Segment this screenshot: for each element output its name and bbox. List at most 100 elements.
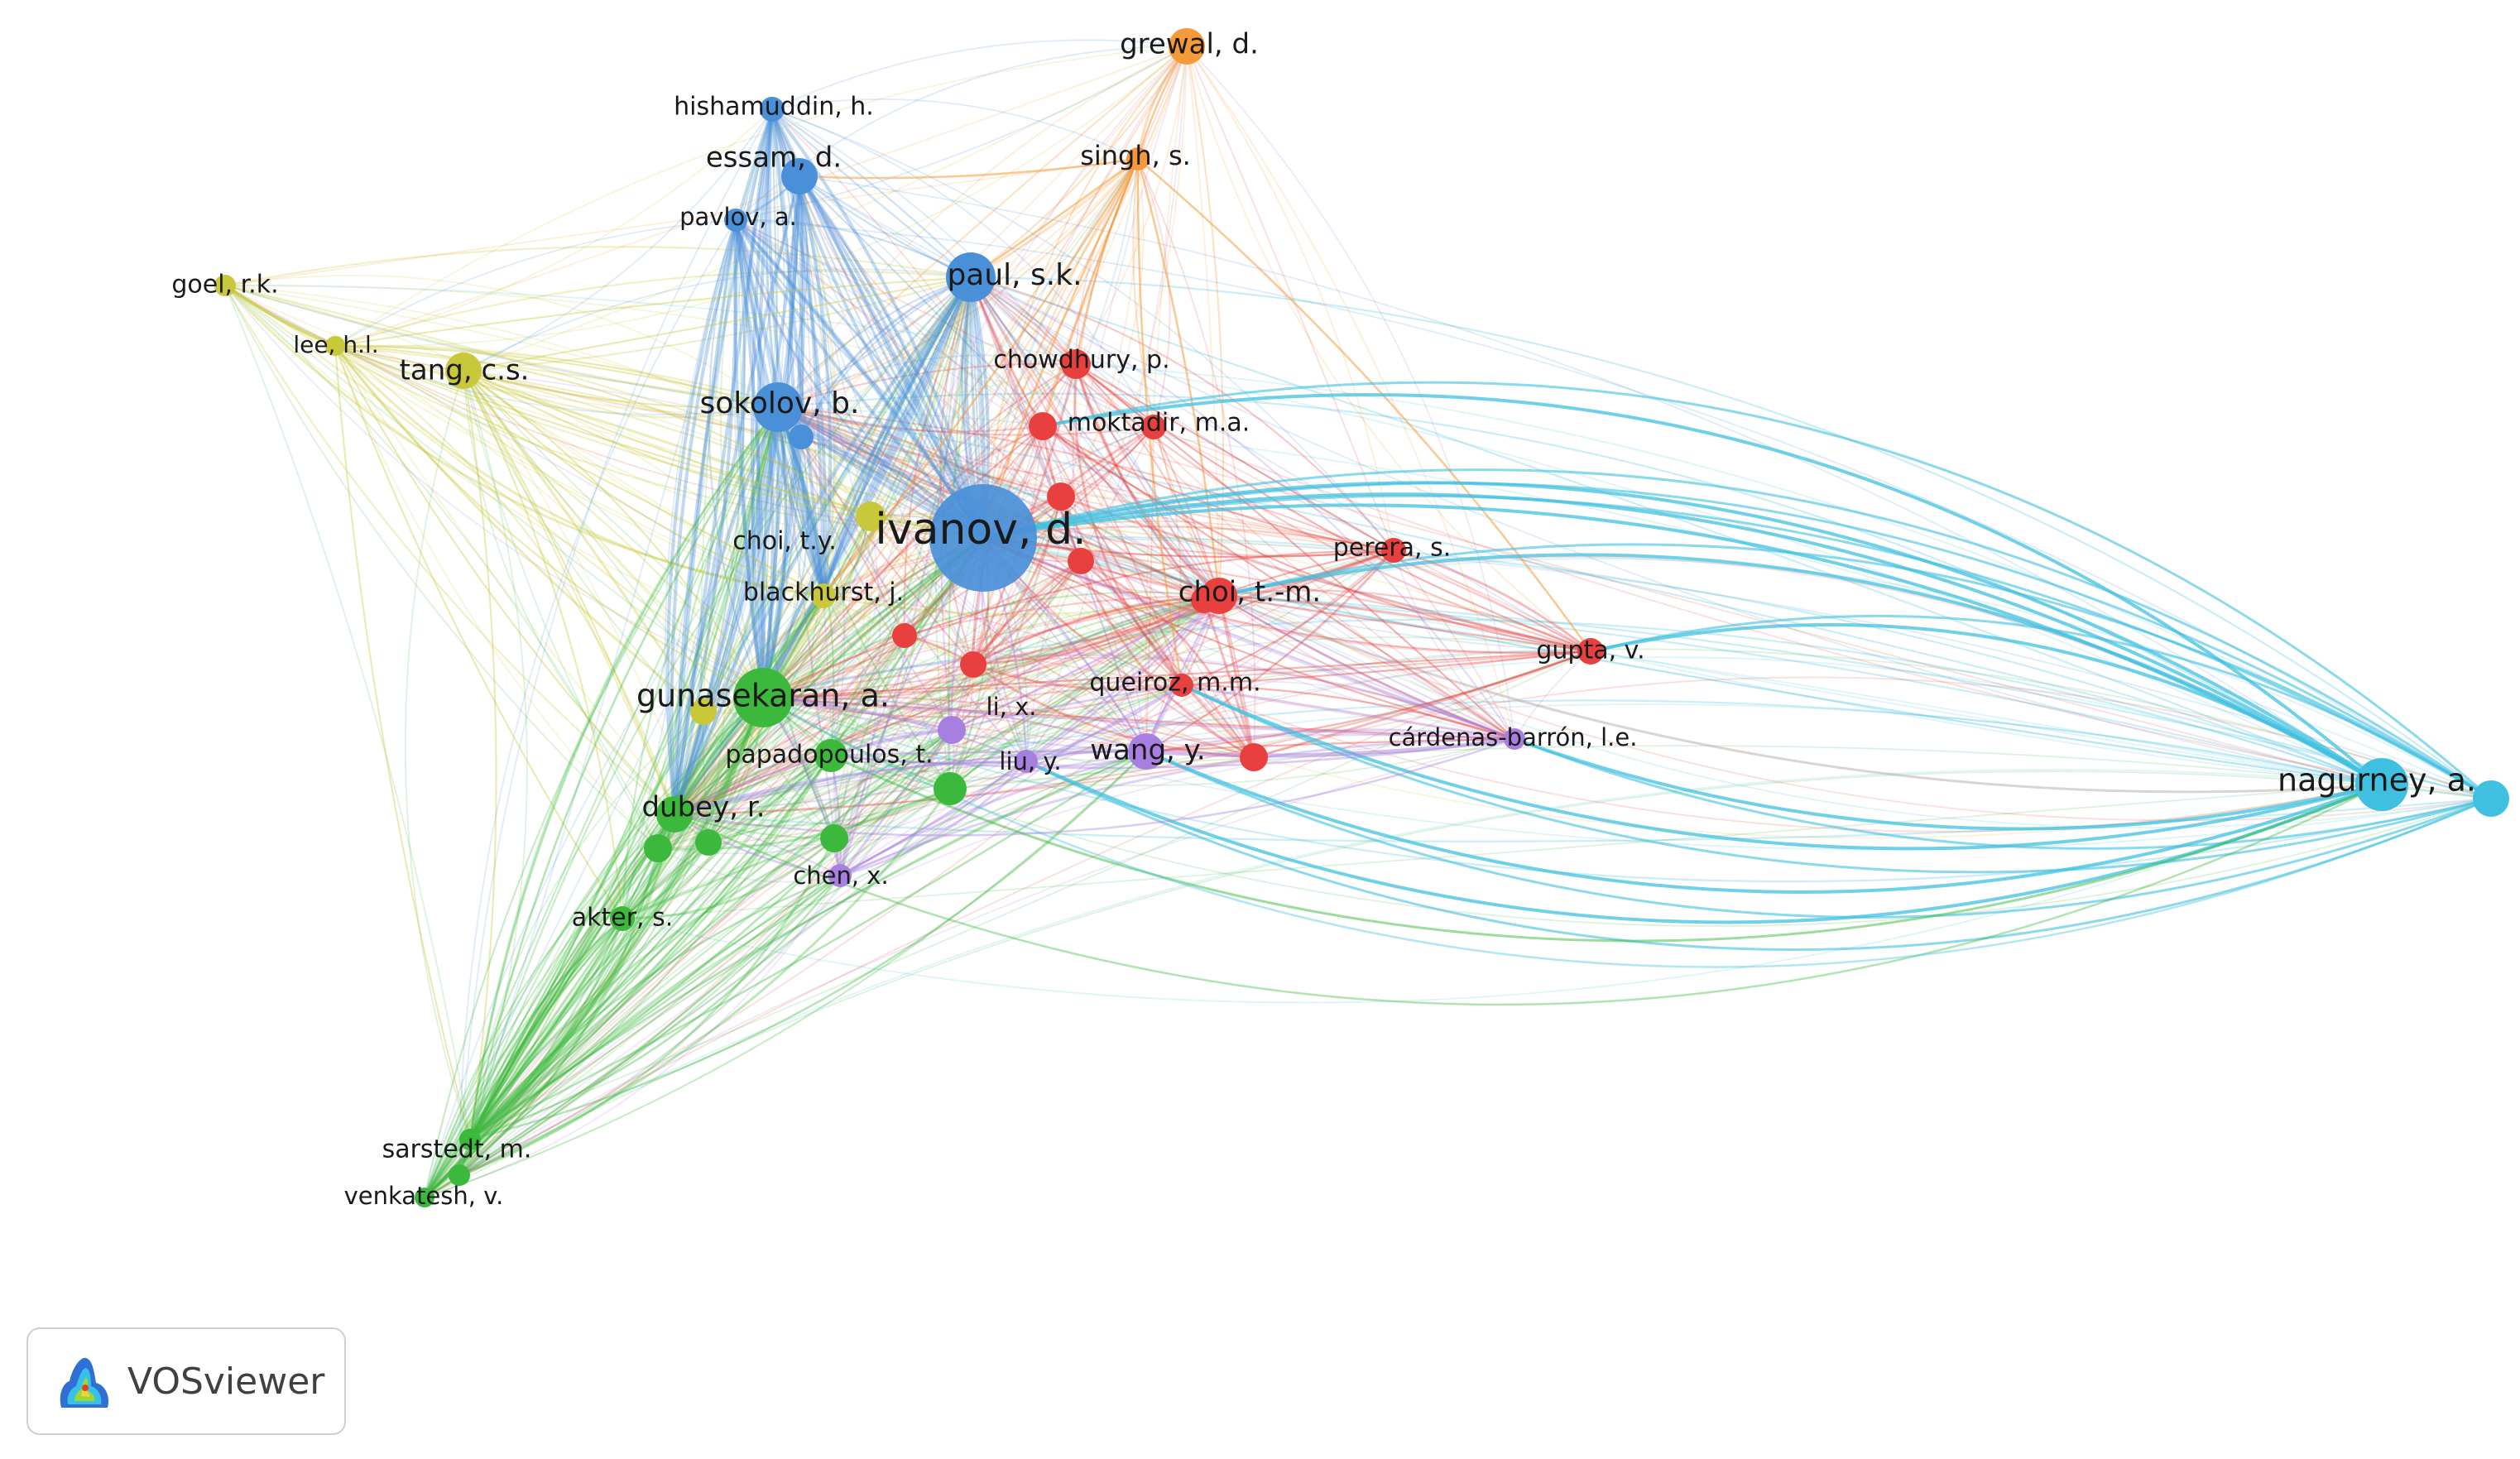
network-node-lee[interactable] <box>325 336 345 356</box>
network-node-essam[interactable] <box>781 158 818 194</box>
network-edge <box>463 370 779 409</box>
network-node-ivanov[interactable] <box>929 484 1037 592</box>
network-edge <box>424 813 675 1198</box>
network-edge <box>734 219 984 540</box>
network-edge <box>673 406 780 815</box>
network-edge <box>469 874 841 1140</box>
network-edge <box>765 108 780 408</box>
network-node-unlabeled[interactable] <box>892 623 917 648</box>
network-node-pavlov[interactable] <box>724 209 747 232</box>
network-node-gunasekaran[interactable] <box>733 668 793 727</box>
network-node-lix[interactable] <box>938 716 966 744</box>
network-node-chenx[interactable] <box>828 864 852 887</box>
network-edge <box>469 650 1591 1140</box>
network-node-choity[interactable] <box>856 502 886 531</box>
network-node-singh[interactable] <box>1126 147 1150 170</box>
network-edge <box>674 595 1220 815</box>
network-node-unlabeled[interactable] <box>1141 415 1166 439</box>
network-edge <box>708 560 1082 843</box>
network-node-unlabeled[interactable] <box>789 425 814 449</box>
network-edge <box>458 684 1183 1176</box>
network-edge <box>751 175 801 698</box>
network-node-moktadir[interactable] <box>1029 412 1057 440</box>
network-edge <box>468 536 984 1140</box>
network-edge <box>833 560 1082 839</box>
network-edge <box>823 595 1255 758</box>
network-node-choitm[interactable] <box>1201 578 1237 614</box>
network-edge <box>733 219 765 698</box>
node-label-akter: akter, s. <box>572 904 674 933</box>
network-edge <box>224 285 764 698</box>
network-node-tang[interactable] <box>445 353 482 389</box>
network-node-chowdhury[interactable] <box>1061 349 1091 379</box>
network-edge <box>469 813 676 1140</box>
network-edge <box>463 370 984 540</box>
network-node-wang[interactable] <box>1128 733 1164 770</box>
network-edge <box>224 285 1027 762</box>
network-edge <box>777 406 1394 551</box>
network-node-unlabeled[interactable] <box>690 698 717 725</box>
network-edge <box>776 406 953 731</box>
network-edge <box>1080 559 1183 686</box>
network-edge <box>1075 363 1394 551</box>
network-edge <box>823 595 1147 752</box>
network-node-dubey[interactable] <box>656 796 693 833</box>
network-node-paul[interactable] <box>946 252 996 302</box>
network-node-unlabeled[interactable] <box>2473 780 2509 817</box>
network-edge <box>708 550 1394 843</box>
network-node-queiroz[interactable] <box>1170 674 1193 697</box>
network-edge <box>1145 650 1591 753</box>
network-edge <box>949 650 1591 789</box>
network-node-sokolov[interactable] <box>753 382 803 432</box>
network-node-liuy[interactable] <box>1015 750 1038 773</box>
network-node-unlabeled[interactable] <box>1068 548 1094 574</box>
network-edge <box>622 537 984 919</box>
network-node-venkatesh[interactable] <box>415 1188 434 1207</box>
network-node-perera[interactable] <box>1381 538 1406 563</box>
network-node-goel[interactable] <box>214 275 236 296</box>
network-edge <box>224 285 2383 785</box>
network-edge <box>334 345 1394 551</box>
network-edge <box>1218 594 2383 794</box>
network-node-unlabeled[interactable] <box>934 772 967 805</box>
network-edge <box>762 158 1139 698</box>
network-node-blackhurst[interactable] <box>811 583 836 608</box>
network-node-unlabeled[interactable] <box>449 1164 470 1186</box>
network-node-unlabeled[interactable] <box>1240 743 1268 771</box>
network-edge <box>458 219 737 1176</box>
network-node-cardenas[interactable] <box>1504 728 1525 750</box>
network-node-hishamuddin[interactable] <box>760 97 785 122</box>
network-node-unlabeled[interactable] <box>695 829 722 856</box>
network-node-unlabeled[interactable] <box>644 834 672 862</box>
network-edge <box>224 285 471 1140</box>
network-edge <box>800 436 905 636</box>
network-edge <box>334 345 704 713</box>
network-edge <box>1145 750 2383 894</box>
network-edge <box>735 219 1082 562</box>
network-edge <box>1025 595 1220 762</box>
network-node-sarstedt[interactable] <box>459 1129 481 1150</box>
network-edge <box>972 158 1140 665</box>
network-node-papadopoulos[interactable] <box>814 739 847 772</box>
network-edge <box>424 496 1062 1198</box>
network-edge <box>1181 684 2492 874</box>
network-node-unlabeled[interactable] <box>820 824 848 852</box>
network-edge <box>334 345 1394 551</box>
network-node-unlabeled[interactable] <box>960 651 986 678</box>
network-edge <box>666 219 737 815</box>
network-edge <box>622 595 824 919</box>
network-edge <box>1590 622 2383 786</box>
network-edge <box>458 595 1220 1176</box>
network-node-unlabeled[interactable] <box>1047 482 1075 511</box>
network-edge <box>982 468 2492 800</box>
network-edge <box>674 594 1220 815</box>
network-edge <box>982 492 2383 786</box>
node-label-choitm: choi, t.-m. <box>1178 576 1321 609</box>
network-node-gupta[interactable] <box>1577 638 1604 665</box>
network-node-nagurney[interactable] <box>2355 758 2408 811</box>
network-edge <box>970 276 1154 428</box>
network-node-grewal[interactable] <box>1169 28 1205 65</box>
network-edge <box>762 549 1394 699</box>
network-node-akter[interactable] <box>610 906 635 931</box>
network-edge <box>777 362 1077 409</box>
